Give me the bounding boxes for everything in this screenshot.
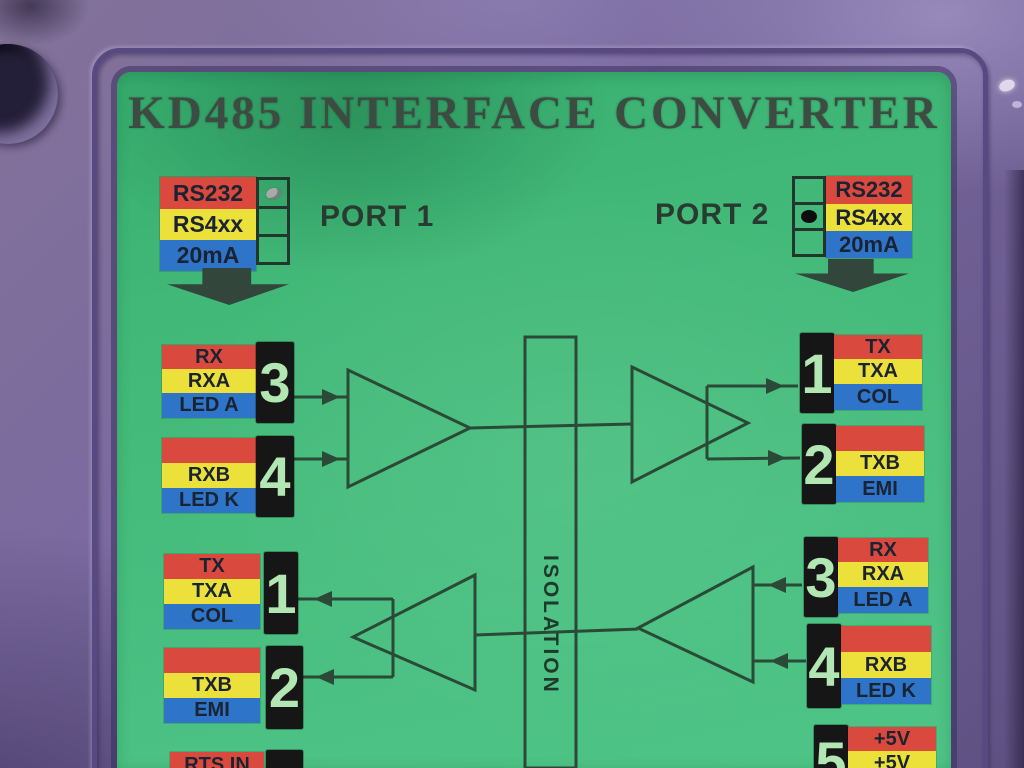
pin-row: TXB (164, 673, 260, 698)
pin-number-port1-2: 2 (266, 646, 303, 729)
pin-row: RTS IN (170, 752, 264, 768)
pin-number-port2-3: 3 (804, 537, 838, 617)
port2-rs232-checkbox (792, 176, 826, 205)
port1-down-arrow-icon (167, 268, 289, 305)
pin-row: LED K (841, 678, 931, 704)
pin-row: LED K (162, 488, 256, 513)
case-screw-hole (0, 44, 58, 144)
pin-number-port1-1: 1 (264, 552, 298, 634)
pin-row: LED A (838, 587, 928, 613)
port2-checkbox-column (792, 176, 826, 257)
pin-row: TXA (834, 359, 922, 384)
port1-rs232-pencil-mark (264, 185, 282, 201)
pin-strip-port1-1: TX TXA COL (164, 554, 260, 629)
port1-label: PORT 1 (320, 200, 435, 233)
label-panel: KD485 INTERFACE CONVERTER RS232 RS4xx 20… (117, 72, 951, 768)
pin-strip-port2-5: +5V +5V (848, 727, 936, 768)
port1-option-20ma: 20mA (160, 240, 256, 271)
isolation-label: ISOLATION (539, 555, 562, 695)
port1-checkbox-column (256, 177, 290, 265)
pin-number-port2-4: 4 (807, 624, 841, 708)
port2-option-rs232: RS232 (826, 176, 912, 204)
pin-row: +5V (848, 727, 936, 751)
pin-row: RXA (838, 562, 928, 587)
pin-number-port1-rts (266, 750, 303, 768)
port1-mode-strips: RS232 RS4xx 20mA (160, 177, 256, 271)
port2-rs4xx-selected-dot (801, 210, 817, 223)
pin-row: TXB (836, 451, 924, 476)
pin-strip-port2-2: TXB EMI (836, 426, 924, 502)
pin-strip-port1-rts: RTS IN (170, 752, 264, 768)
pin-row (162, 438, 256, 463)
port1-20ma-checkbox (256, 234, 290, 265)
pin-strip-port2-1: TX TXA COL (834, 335, 922, 410)
port2-rs4xx-checkbox (792, 202, 826, 231)
pin-strip-port1-4: RXB LED K (162, 438, 256, 513)
case-highlight-glint (1012, 101, 1022, 108)
pin-strip-port1-3: RX RXA LED A (162, 345, 256, 418)
device-title: KD485 INTERFACE CONVERTER (128, 87, 940, 139)
port2-option-20ma: 20mA (826, 231, 912, 258)
pin-number-port2-1: 1 (800, 333, 834, 413)
port2-option-rs4xx: RS4xx (826, 204, 912, 231)
pin-strip-port2-4: RXB LED K (841, 626, 931, 704)
pin-row: TX (834, 335, 922, 359)
port1-rs4xx-checkbox (256, 206, 290, 237)
pin-row: RXB (841, 652, 931, 678)
pin-row: LED A (162, 393, 256, 418)
pin-row (164, 648, 260, 673)
pin-strip-port2-3: RX RXA LED A (838, 538, 928, 613)
pin-row: EMI (836, 476, 924, 502)
port2-label: PORT 2 (655, 198, 770, 231)
pin-row (836, 426, 924, 451)
port1-option-rs232: RS232 (160, 177, 256, 209)
pin-number-port1-3: 3 (256, 342, 294, 423)
port2-20ma-checkbox (792, 228, 826, 257)
pin-strip-port1-2: TXB EMI (164, 648, 260, 723)
port2-mode-strips: RS232 RS4xx 20mA (826, 176, 912, 258)
pin-row: EMI (164, 698, 260, 723)
case-highlight-glint (997, 77, 1017, 94)
pin-row: TX (164, 554, 260, 579)
port1-rs232-checkbox (256, 177, 290, 209)
pin-row: TXA (164, 579, 260, 604)
pin-row: COL (164, 604, 260, 629)
corner-shadow (0, 0, 90, 46)
pin-row (841, 626, 931, 652)
pin-number-port1-4: 4 (256, 436, 294, 517)
pin-row: RXA (162, 369, 256, 393)
case-right-edge-shadow (1004, 170, 1024, 768)
pin-row: +5V (848, 751, 936, 768)
pin-row: COL (834, 384, 922, 410)
pin-row: RXB (162, 463, 256, 488)
pin-row: RX (162, 345, 256, 369)
pin-number-port2-5: 5 (814, 725, 848, 768)
port2-down-arrow-icon (795, 259, 909, 292)
case-moulding-groove (92, 48, 988, 768)
port1-option-rs4xx: RS4xx (160, 209, 256, 240)
pin-row: RX (838, 538, 928, 562)
pin-number-port2-2: 2 (802, 424, 836, 504)
